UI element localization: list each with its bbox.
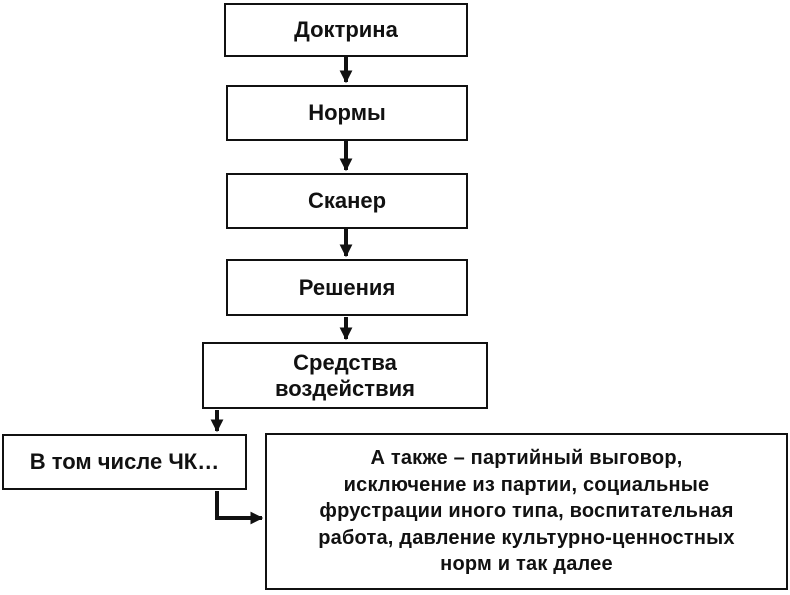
arrow-include-to-also-elbow (215, 491, 264, 525)
box-decisions: Решения (226, 259, 468, 316)
box-scanner: Сканер (226, 173, 468, 229)
box-decisions-label: Решения (298, 274, 396, 300)
box-scanner-label: Сканер (307, 188, 387, 213)
box-also-measures-label: А также – партийный выговор, исключение … (318, 447, 735, 576)
box-means-of-influence: Средства воздействия (202, 342, 488, 409)
box-including-chk: В том числе ЧК… (2, 434, 247, 490)
box-means-of-influence-label: Средства воздействия (275, 349, 415, 401)
box-norms: Нормы (226, 85, 468, 141)
box-norms-label: Нормы (308, 100, 386, 125)
box-also-measures: А также – партийный выговор, исключение … (265, 433, 788, 590)
box-doctrine: Доктрина (224, 3, 468, 57)
box-including-chk-label: В том числе ЧК… (29, 449, 220, 474)
box-doctrine-label: Доктрина (294, 17, 398, 42)
